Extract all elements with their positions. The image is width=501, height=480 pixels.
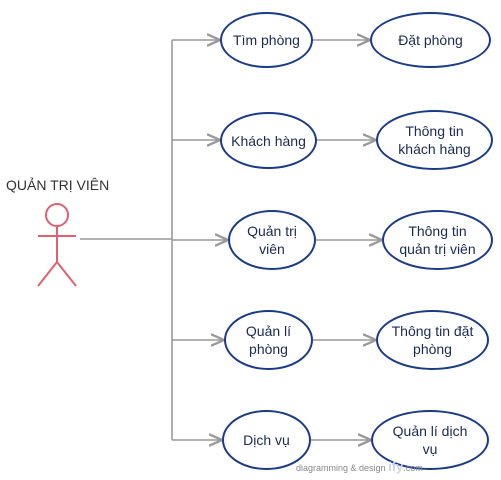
watermark-brand: ify [388,459,404,474]
use-case-thong-tin-khach-hang[interactable]: Thông tin khách hàng [376,110,493,170]
actor-stick-figure-icon [37,203,77,287]
watermark-domain: .com [403,463,423,473]
watermark: diagramming & design ify.com [296,459,423,474]
use-case-dich-vu[interactable]: Dịch vụ [222,410,311,470]
use-case-tim-phong[interactable]: Tìm phòng [220,12,313,68]
use-case-quan-li-phong[interactable]: Quản lí phòng [224,310,313,370]
actor-label: QUẢN TRỊ VIÊN [6,177,110,193]
use-case-quan-tri-vien[interactable]: Quản trị viên [228,210,316,270]
use-case-dat-phong[interactable]: Đặt phòng [370,12,491,68]
use-case-quan-li-dich-vu[interactable]: Quản lí dịch vụ [371,410,489,470]
connector-lines [80,40,382,440]
watermark-text: diagramming & design [296,463,386,473]
use-case-thong-tin-quan-tri-vien[interactable]: Thông tin quản trị viên [382,210,493,270]
use-case-khach-hang[interactable]: Khách hàng [220,112,317,169]
use-case-thong-tin-dat-phong[interactable]: Thông tin đặt phòng [376,310,489,370]
